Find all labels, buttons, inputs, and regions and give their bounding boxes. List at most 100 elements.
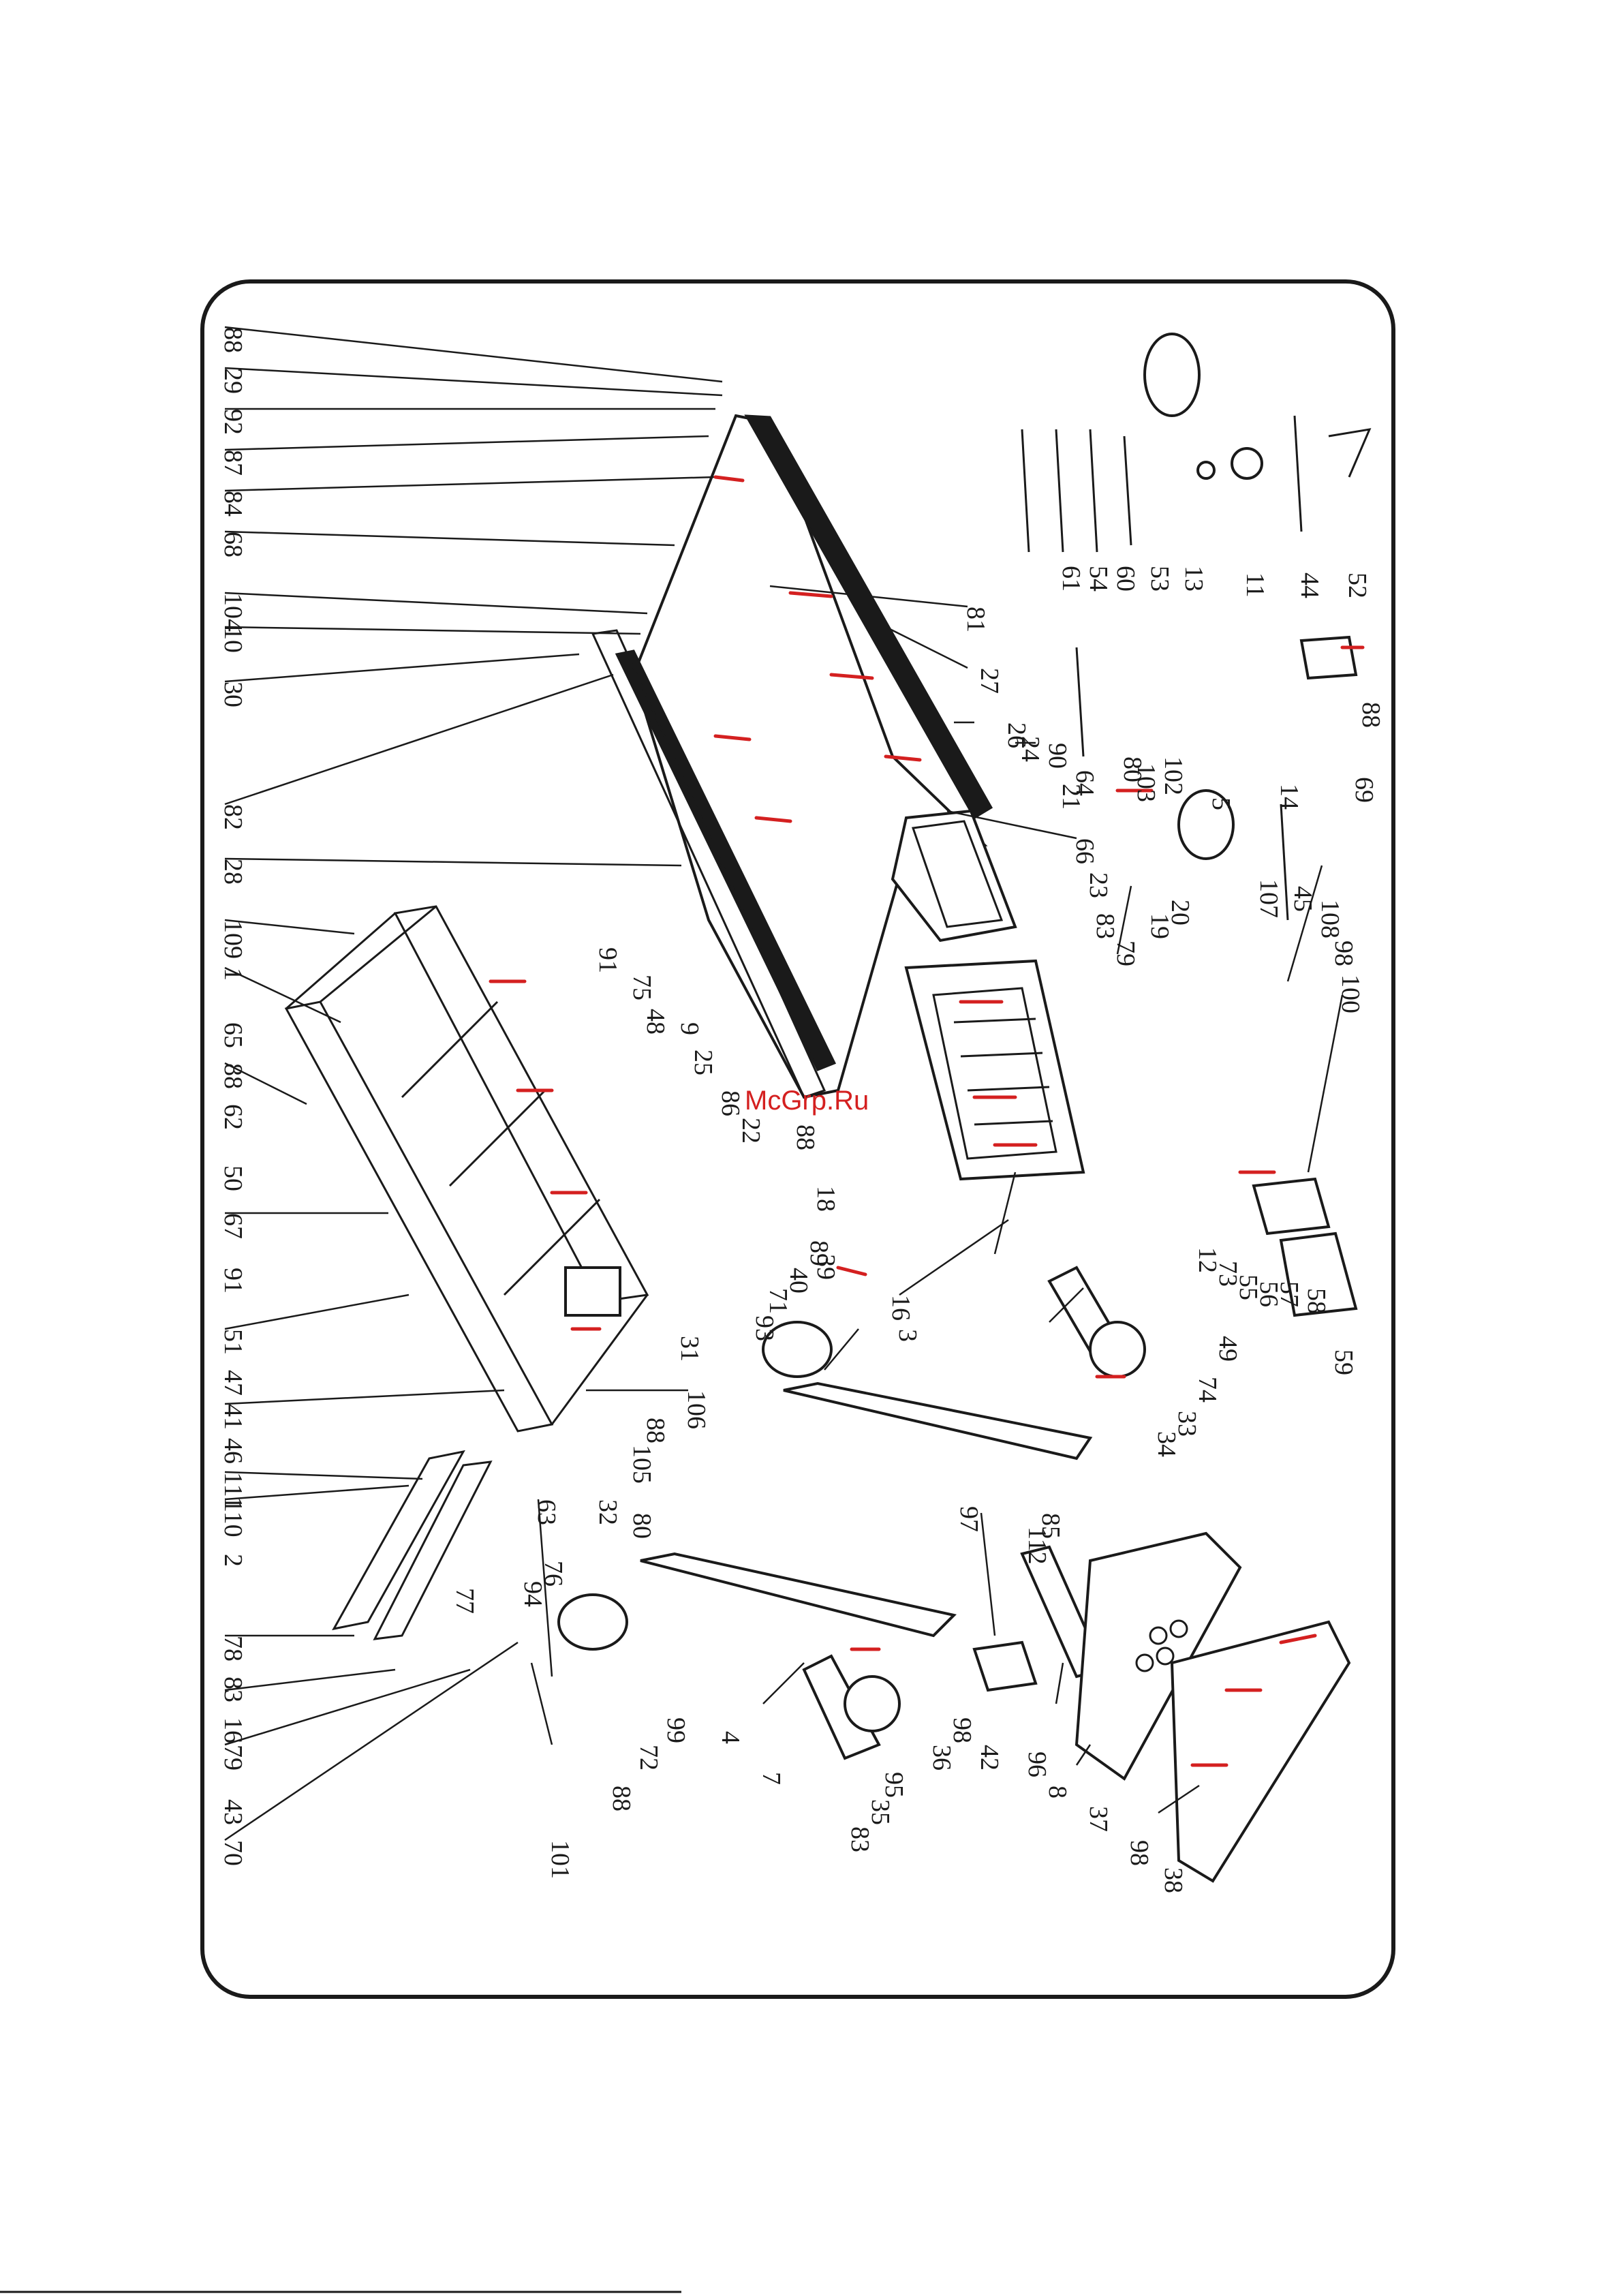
part-label: 88 bbox=[641, 1418, 670, 1443]
part-label: 73 bbox=[1214, 1261, 1242, 1287]
part-label: 79 bbox=[219, 1745, 247, 1771]
part-label: 62 bbox=[219, 1104, 247, 1130]
part-label: 22 bbox=[737, 1118, 765, 1144]
part-label: 59 bbox=[1329, 1349, 1358, 1375]
part-label: 66 bbox=[1070, 838, 1099, 864]
part-label: 48 bbox=[641, 1009, 670, 1035]
part-label: 80 bbox=[628, 1513, 656, 1539]
part-label: 13 bbox=[1179, 566, 1208, 592]
handlebar bbox=[1170, 1620, 1351, 1883]
part-label: 1 bbox=[219, 968, 247, 981]
part-label: 101 bbox=[546, 1840, 574, 1879]
part-label: 109 bbox=[219, 920, 247, 959]
part-label: 82 bbox=[219, 804, 247, 830]
part-label: 88 bbox=[791, 1124, 820, 1150]
part-label: 31 bbox=[675, 1336, 704, 1362]
part-label: 43 bbox=[219, 1799, 247, 1825]
part-label: 39 bbox=[812, 1254, 840, 1280]
part-label: 46 bbox=[219, 1438, 247, 1464]
part-label: 20 bbox=[1166, 900, 1194, 925]
part-label: 111 bbox=[219, 1472, 247, 1509]
part-label: 27 bbox=[975, 668, 1004, 694]
part-label: 35 bbox=[866, 1799, 895, 1825]
part-label: 78 bbox=[219, 1636, 247, 1662]
part-label: 37 bbox=[1084, 1806, 1113, 1832]
right-upright bbox=[783, 1381, 1093, 1460]
part-number-labels: 8829928784681041030822810916588625067915… bbox=[219, 327, 1385, 1893]
part-label: 105 bbox=[628, 1445, 656, 1484]
part-label: 32 bbox=[593, 1499, 622, 1525]
part-label: 63 bbox=[532, 1499, 561, 1525]
part-label: 88 bbox=[1357, 702, 1385, 728]
part-label: 44 bbox=[1295, 572, 1324, 598]
part-label: 52 bbox=[1343, 572, 1372, 598]
part-label: 97 bbox=[955, 1506, 983, 1532]
part-label: 19 bbox=[1145, 913, 1174, 939]
part-label: 87 bbox=[219, 450, 247, 476]
part-label: 7 bbox=[757, 1772, 786, 1785]
motor-base bbox=[904, 959, 1085, 1181]
part-label: 95 bbox=[880, 1772, 908, 1798]
part-label: 79 bbox=[1111, 940, 1140, 966]
part-label: 53 bbox=[1145, 566, 1174, 592]
part-label: 3 bbox=[893, 1329, 922, 1342]
motor-hood bbox=[891, 809, 1017, 943]
part-label: 100 bbox=[1336, 975, 1365, 1013]
part-label: 99 bbox=[662, 1717, 690, 1743]
part-label: 85 bbox=[1036, 1513, 1065, 1539]
part-label: 88 bbox=[219, 327, 247, 353]
part-label: 91 bbox=[593, 947, 622, 973]
part-label: 102 bbox=[1159, 756, 1188, 795]
part-label: 14 bbox=[1275, 784, 1303, 810]
part-label: 92 bbox=[219, 409, 247, 435]
control-board bbox=[1252, 635, 1358, 1317]
part-label: 24 bbox=[1016, 736, 1045, 762]
fastener-markers bbox=[489, 475, 1365, 1767]
part-label: 65 bbox=[219, 1022, 247, 1048]
running-deck bbox=[591, 414, 993, 1099]
part-label: 38 bbox=[1159, 1867, 1188, 1893]
part-label: 30 bbox=[219, 682, 247, 707]
leader-lines bbox=[224, 326, 1344, 1841]
part-label: 18 bbox=[812, 1186, 840, 1212]
part-label: 45 bbox=[1288, 886, 1317, 912]
part-label: 49 bbox=[1214, 1336, 1242, 1362]
part-label: 106 bbox=[682, 1390, 711, 1429]
part-label: 5 bbox=[1207, 797, 1235, 810]
loose-parts bbox=[1021, 415, 1372, 921]
part-label: 90 bbox=[1043, 743, 1072, 769]
part-label: 86 bbox=[716, 1090, 745, 1116]
part-label: 60 bbox=[1111, 566, 1140, 592]
part-label: 58 bbox=[1302, 1288, 1331, 1314]
part-label: 98 bbox=[948, 1717, 976, 1743]
part-label: 21 bbox=[1057, 784, 1085, 810]
part-label: 83 bbox=[846, 1826, 874, 1852]
part-label: 2 bbox=[219, 1554, 247, 1567]
part-label: 70 bbox=[219, 1840, 247, 1866]
part-label: 26 bbox=[1002, 722, 1031, 748]
part-label: 41 bbox=[219, 1404, 247, 1430]
left-upright bbox=[640, 1552, 957, 1638]
main-frame bbox=[284, 905, 649, 1433]
part-label: 110 bbox=[219, 1499, 247, 1537]
part-label: 57 bbox=[1275, 1281, 1303, 1307]
part-label: 40 bbox=[784, 1268, 813, 1294]
part-label: 16 bbox=[886, 1295, 915, 1321]
part-label: 47 bbox=[219, 1370, 247, 1396]
part-label: 11 bbox=[1241, 572, 1269, 598]
part-label: 28 bbox=[219, 859, 247, 885]
part-label: 4 bbox=[716, 1731, 745, 1744]
part-label: 88 bbox=[219, 1063, 247, 1089]
part-label: 23 bbox=[1084, 872, 1113, 898]
part-label: 69 bbox=[1350, 777, 1378, 803]
part-label: 107 bbox=[1254, 879, 1283, 918]
part-label: 61 bbox=[1057, 566, 1085, 592]
part-label: 108 bbox=[1316, 900, 1344, 938]
watermark-text: McGrp.Ru bbox=[745, 1086, 869, 1116]
part-label: 77 bbox=[450, 1588, 479, 1614]
part-label: 75 bbox=[628, 975, 656, 1000]
part-label: 51 bbox=[219, 1329, 247, 1355]
part-label: 10 bbox=[219, 627, 247, 653]
part-label: 67 bbox=[219, 1213, 247, 1239]
